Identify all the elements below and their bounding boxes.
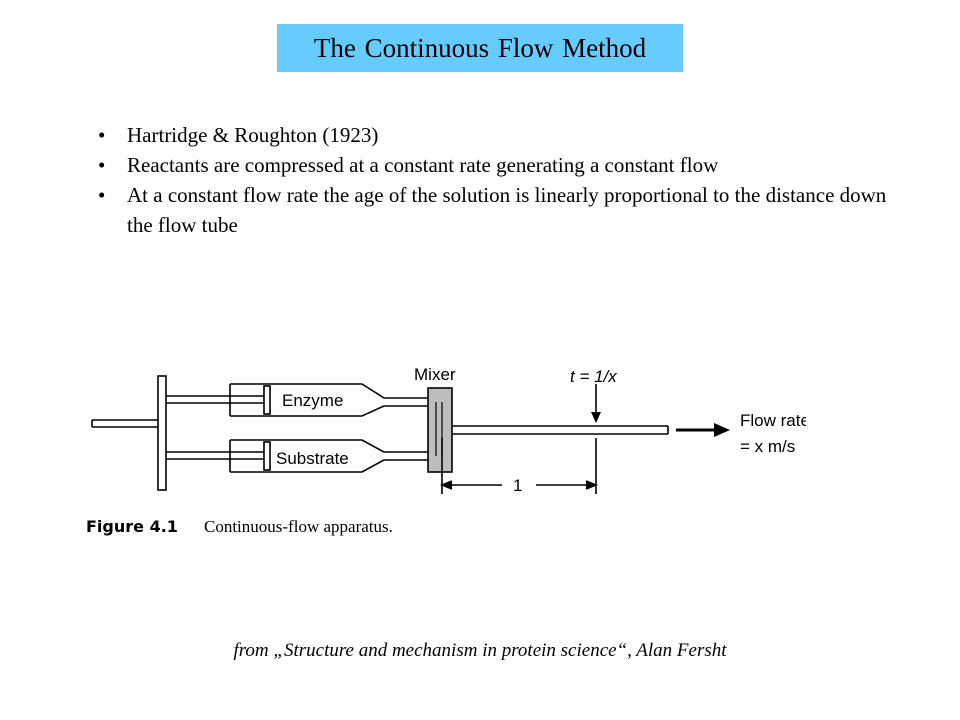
- mixer-label: Mixer: [414, 365, 456, 384]
- enzyme-syringe-barrel: [229, 383, 428, 417]
- plunger-rod: [91, 419, 158, 428]
- bullet-item: Hartridge & Roughton (1923): [98, 120, 888, 150]
- substrate-label: Substrate: [276, 449, 349, 468]
- slide-title: The Continuous Flow Method: [277, 24, 683, 72]
- source-citation: from „Structure and mechanism in protein…: [233, 640, 727, 661]
- distance-arrow-right: [585, 480, 599, 490]
- time-label: t = 1/x: [570, 367, 617, 386]
- plunger-plate: [157, 375, 167, 491]
- flow-tube: [452, 425, 669, 435]
- figure-caption: Continuous-flow apparatus.: [204, 517, 393, 536]
- bullet-item: Reactants are compressed at a constant r…: [98, 150, 888, 180]
- upper-piston-rod: [166, 395, 264, 404]
- substrate-syringe-barrel: [229, 439, 428, 473]
- distance-label: 1: [513, 476, 522, 495]
- bullet-list: Hartridge & Roughton (1923) Reactants ar…: [98, 120, 888, 240]
- flow-rate-label: Flow rate: [740, 411, 806, 430]
- slide-title-text: The Continuous Flow Method: [313, 32, 647, 63]
- enzyme-label: Enzyme: [282, 391, 343, 410]
- mixer-block: [427, 387, 453, 473]
- substrate-piston-head: [263, 441, 271, 471]
- bullet-item: At a constant flow rate the age of the s…: [98, 180, 888, 240]
- lower-piston-rod: [166, 451, 264, 460]
- flow-arrow-head: [714, 423, 730, 437]
- distance-arrow-left: [439, 480, 453, 490]
- time-marker-head: [591, 412, 601, 423]
- flow-value-label: = x m/s: [740, 437, 795, 456]
- figure-number: Figure 4.1: [86, 517, 178, 536]
- enzyme-piston-head: [263, 385, 271, 415]
- continuous-flow-diagram: Mixer t = 1/x Enzyme Substrate Flow rate…: [86, 365, 806, 536]
